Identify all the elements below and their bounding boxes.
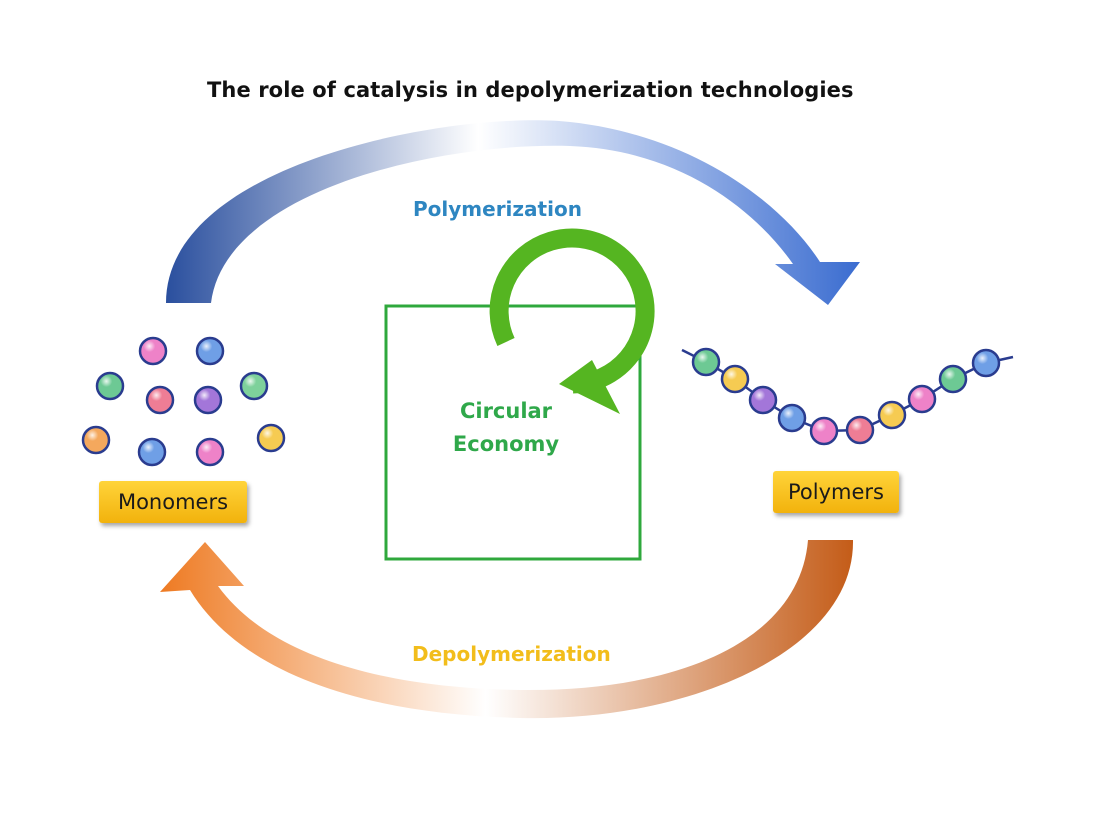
polymerization-arrow — [166, 120, 860, 305]
circular-economy-line2: Economy — [452, 432, 560, 456]
monomer-bead-shine — [98, 374, 122, 398]
circular-cycle-arrow — [489, 228, 655, 394]
polymers-label: Polymers — [788, 480, 884, 504]
polymer-bead-shine — [910, 387, 934, 411]
circular-cycle-arrowhead — [559, 360, 620, 414]
monomer-beads — [81, 336, 286, 467]
polymer-bead-shine — [723, 367, 747, 391]
polymer-bead-shine — [880, 403, 904, 427]
polymerization-label: Polymerization — [413, 197, 582, 221]
depolymerization-label: Depolymerization — [412, 642, 611, 666]
monomer-bead-shine — [259, 426, 283, 450]
monomer-bead-shine — [196, 388, 220, 412]
polymer-bead-shine — [751, 388, 775, 412]
polymer-bead-shine — [848, 418, 872, 442]
monomer-bead-shine — [148, 388, 172, 412]
monomer-bead-shine — [140, 440, 164, 464]
polymer-beads — [691, 347, 1001, 446]
monomer-bead-shine — [198, 440, 222, 464]
diagram-title: The role of catalysis in depolymerizatio… — [207, 78, 854, 102]
polymer-bead-shine — [694, 350, 718, 374]
circular-economy-frame — [384, 304, 642, 561]
monomer-bead-shine — [141, 339, 165, 363]
monomer-bead-shine — [198, 339, 222, 363]
monomers-label: Monomers — [117, 490, 229, 514]
circular-economy-line1: Circular — [459, 399, 553, 423]
depolymerization-arrow — [160, 540, 854, 719]
polymer-bead-shine — [974, 351, 998, 375]
monomer-bead-shine — [84, 428, 108, 452]
polymers-box: Polymers — [773, 471, 899, 513]
monomers-box: Monomers — [99, 481, 247, 523]
circular-economy-label: Circular Economy — [436, 395, 576, 461]
polymer-bead-shine — [780, 406, 804, 430]
polymer-bead-shine — [941, 367, 965, 391]
polymer-bead-shine — [812, 419, 836, 443]
monomer-bead-shine — [242, 374, 266, 398]
